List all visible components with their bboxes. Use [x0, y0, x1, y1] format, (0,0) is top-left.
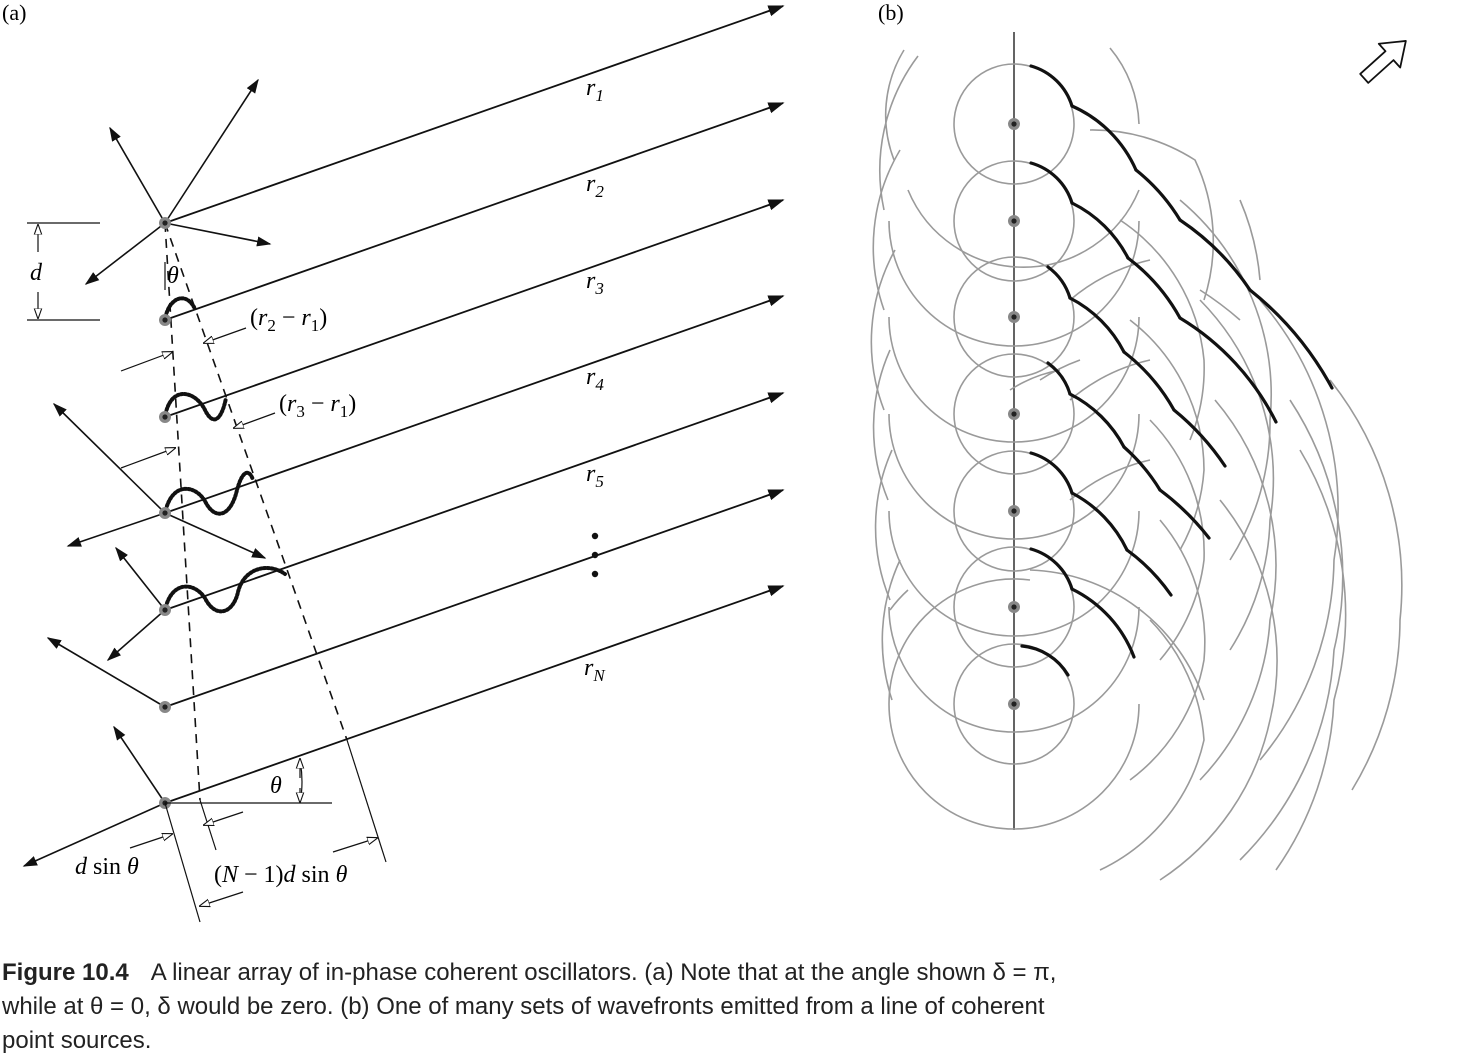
- label-r3-minus-r1: (r3 − r1): [279, 391, 356, 421]
- path-difference-waves: [163, 296, 287, 614]
- angle-theta-bottom: [165, 759, 332, 804]
- gray-wavefronts: [870, 47, 1403, 881]
- panel-a-label: (a): [2, 0, 26, 25]
- theta-label-top: θ: [167, 263, 179, 289]
- label-r2-minus-r1: (r2 − r1): [250, 305, 327, 335]
- emitted-rays: [164, 5, 785, 804]
- figure-10-4: (a) r1 r2 r3 r4 r5 rN: [2, 0, 1407, 923]
- spacing-dimension: [27, 222, 100, 321]
- point-sources: [159, 217, 171, 809]
- ray-label-r5: r5: [586, 461, 604, 491]
- label-d-sin-theta: d sin θ: [75, 854, 139, 880]
- ray-r6: [164, 489, 785, 708]
- panel-a: (a) r1 r2 r3 r4 r5 rN: [2, 0, 785, 923]
- spacing-label-d: d: [30, 260, 43, 286]
- source-emission-arrows: [22, 78, 272, 867]
- bold-wavefront-arcs: [1020, 64, 1334, 677]
- ray-r3: [164, 199, 785, 418]
- ellipsis-dots: [591, 532, 599, 578]
- label-n-minus-1-d-sin-theta: (N − 1)d sin θ: [214, 862, 348, 888]
- ray-r1: [164, 5, 785, 224]
- theta-label-bottom: θ: [270, 773, 282, 799]
- panel-b: (b): [870, 0, 1407, 881]
- ray-label-r4: r4: [586, 364, 604, 394]
- ray-r2: [164, 102, 785, 321]
- ray-label-r3: r3: [586, 268, 604, 298]
- ray-r5: [164, 392, 785, 611]
- caption-text: A linear array of in-phase coherent osci…: [2, 959, 1057, 1054]
- dsin-dimension: [129, 739, 387, 923]
- ray-label-r1: r1: [586, 75, 604, 105]
- figure-number: Figure 10.4: [2, 959, 129, 986]
- ray-r4: [164, 295, 785, 514]
- ray-label-rN: rN: [584, 655, 606, 685]
- ray-rN: [164, 585, 785, 804]
- path-difference-arrows: [120, 327, 276, 469]
- panel-b-label: (b): [878, 0, 904, 25]
- point-sources-b: [1008, 118, 1020, 710]
- ray-label-r2: r2: [586, 171, 604, 201]
- propagation-direction-arrow-icon: [1359, 40, 1407, 84]
